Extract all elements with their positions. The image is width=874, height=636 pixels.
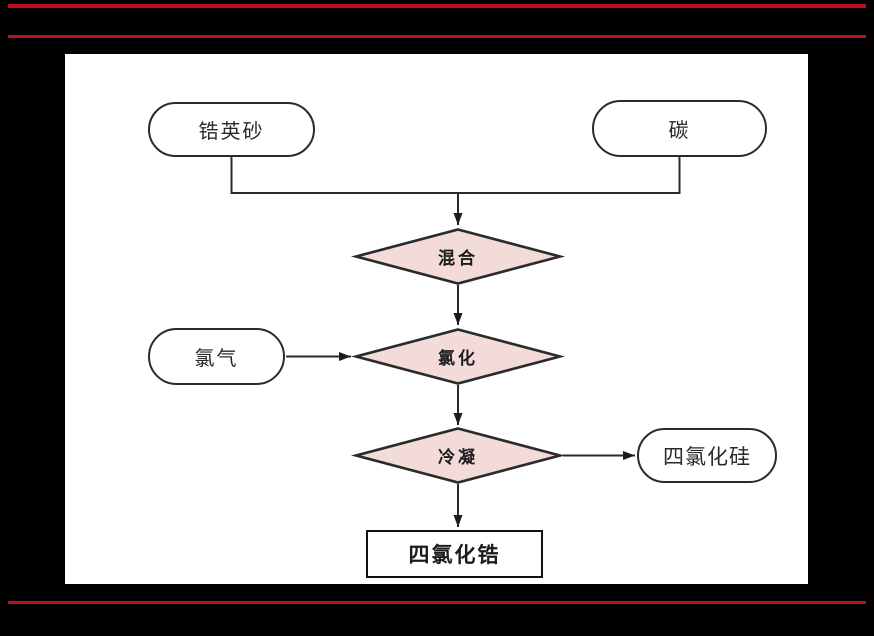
top-red-rule-1 <box>8 4 866 8</box>
node-silicon-tetrachloride-label: 四氯化硅 <box>663 444 751 469</box>
node-condensation: 冷凝 <box>350 427 566 484</box>
flowchart-connectors <box>230 157 681 527</box>
node-zirconium-tetrachloride-label: 四氯化锆 <box>408 543 501 567</box>
node-mixing: 混合 <box>350 228 566 285</box>
node-zirconium-tetrachloride: 四氯化锆 <box>366 530 543 578</box>
node-zircon-sand: 锆英砂 <box>148 102 315 157</box>
chlorination-diamond-shape <box>350 328 566 385</box>
condensation-diamond-shape <box>350 427 566 484</box>
flowchart-panel: 锆英砂 碳 混合 氯气 氯化 冷凝 <box>65 54 808 584</box>
node-carbon-label: 碳 <box>668 120 691 142</box>
bottom-red-rule <box>8 601 866 604</box>
node-mixing-label: 混合 <box>438 249 478 268</box>
node-chlorine-gas: 氯气 <box>148 328 285 385</box>
node-chlorination: 氯化 <box>350 328 566 385</box>
node-zircon-sand-label: 锆英砂 <box>198 121 265 143</box>
mixing-diamond-shape <box>350 228 566 285</box>
node-condensation-label: 冷凝 <box>438 448 478 467</box>
top-red-rule-2 <box>8 35 866 38</box>
node-silicon-tetrachloride: 四氯化硅 <box>637 428 777 483</box>
node-chlorine-gas-label: 氯气 <box>194 348 239 370</box>
node-carbon: 碳 <box>592 100 767 157</box>
node-chlorination-label: 氯化 <box>438 349 478 368</box>
